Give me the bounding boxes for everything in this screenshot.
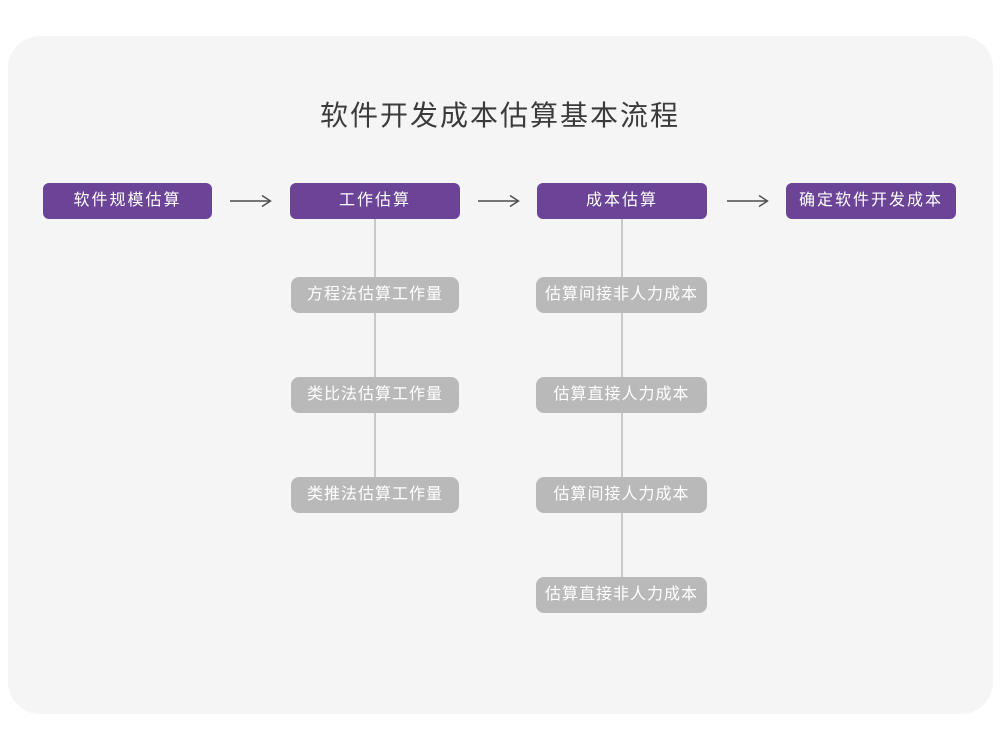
diagram-title: 软件开发成本估算基本流程 bbox=[319, 100, 680, 131]
substep-box-indirect-labor-cost: 估算间接人力成本 bbox=[536, 477, 707, 513]
substep-box-indirect-nonlabor-cost: 估算间接非人力成本 bbox=[536, 277, 707, 313]
substep-box-analogy-method: 类比法估算工作量 bbox=[291, 377, 459, 413]
substep-box-extrapolation-method: 类推法估算工作量 bbox=[291, 477, 459, 513]
canvas-panel bbox=[8, 36, 993, 714]
substep-box-direct-nonlabor-cost: 估算直接非人力成本 bbox=[536, 577, 707, 613]
arrow-right-icon bbox=[230, 194, 272, 208]
stage-box-software-size-estimation: 软件规模估算 bbox=[43, 183, 212, 219]
stage-box-work-estimation: 工作估算 bbox=[290, 183, 460, 219]
arrow-right-icon bbox=[478, 194, 520, 208]
arrow-right-icon bbox=[727, 194, 769, 208]
stage-box-cost-estimation: 成本估算 bbox=[537, 183, 707, 219]
substep-box-equation-method: 方程法估算工作量 bbox=[291, 277, 459, 313]
stage-box-determine-dev-cost: 确定软件开发成本 bbox=[786, 183, 956, 219]
connector-line-work-estimation bbox=[374, 219, 376, 495]
substep-box-direct-labor-cost: 估算直接人力成本 bbox=[536, 377, 707, 413]
